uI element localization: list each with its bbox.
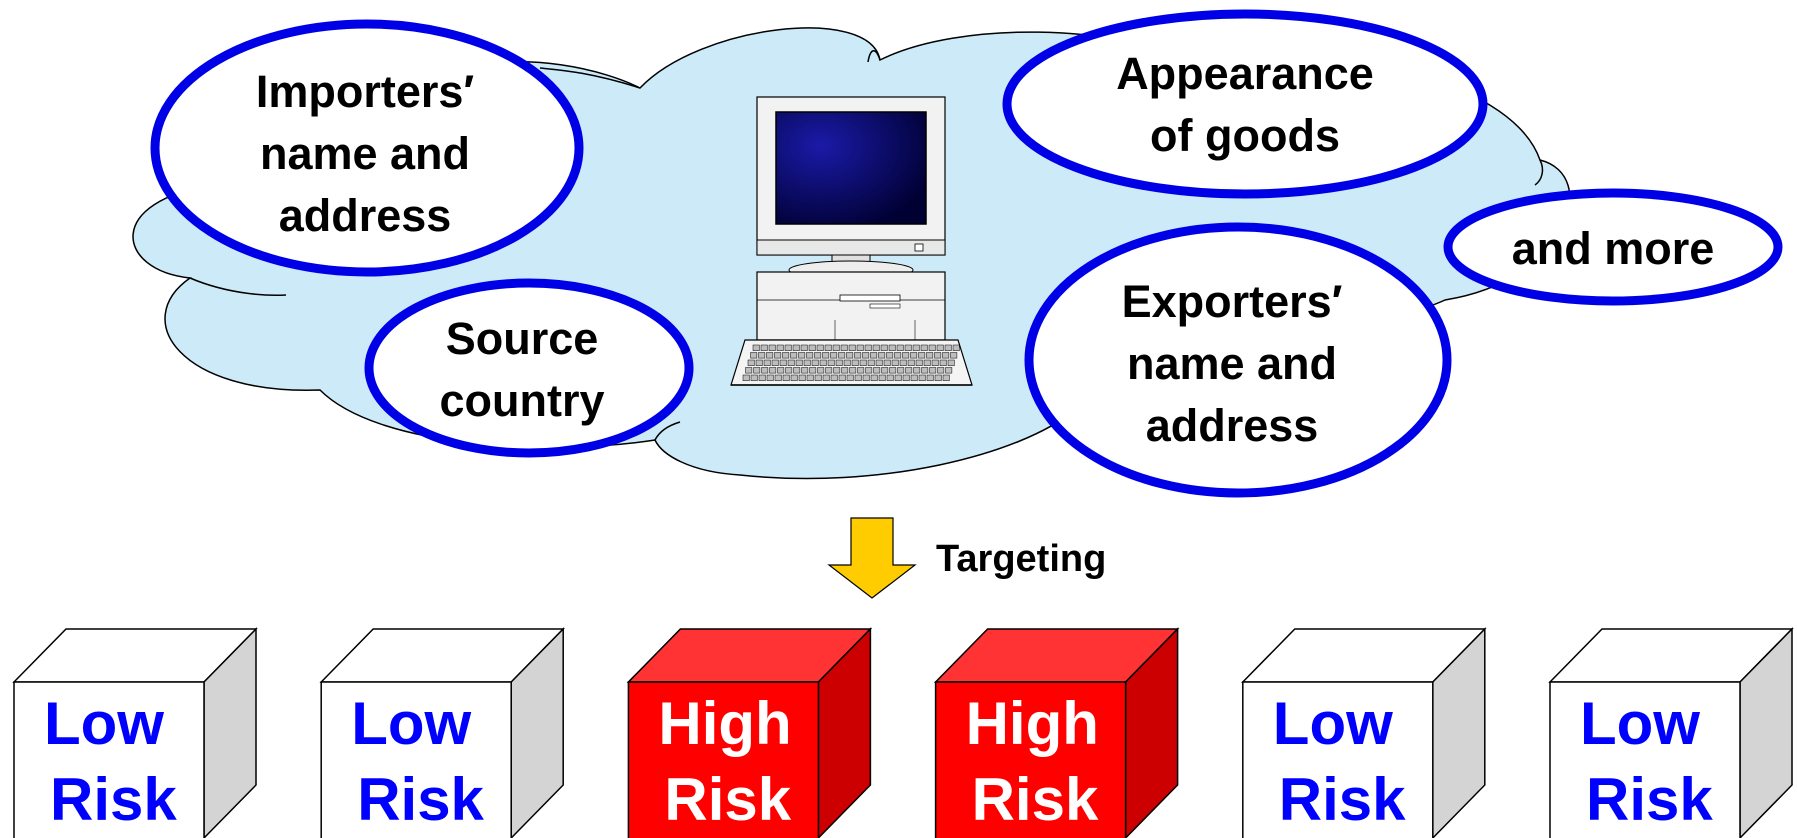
- container-label-line1: Low: [351, 690, 471, 757]
- container-front: [1549, 681, 1741, 838]
- factor-exporters-line3: address: [1146, 400, 1319, 451]
- container-label-line1: Low: [1273, 690, 1393, 757]
- container-label-line1: Low: [44, 690, 164, 757]
- factor-importers: Importers′ name and address: [150, 19, 584, 277]
- container-label-line2: Risk: [357, 766, 484, 833]
- container-row: LowRiskLowRiskHighRiskHighRiskLowRiskLow…: [12, 627, 1794, 838]
- factor-source-line1: Source: [446, 313, 599, 364]
- container-label-line2: Risk: [664, 766, 791, 833]
- factor-importers-line2: name and: [260, 128, 470, 179]
- container-label-line2: Risk: [50, 766, 177, 833]
- factor-appearance: Appearance of goods: [1002, 9, 1488, 199]
- container-label-line2: Risk: [1586, 766, 1713, 833]
- computer-icon: [730, 96, 973, 386]
- container-front: [934, 681, 1127, 838]
- container-front: [13, 681, 205, 838]
- container-front: [320, 681, 512, 838]
- factor-source-line2: country: [439, 375, 604, 426]
- targeting-arrow-icon: [827, 517, 917, 599]
- container-label-line1: Low: [1580, 690, 1700, 757]
- factor-exporters-line2: name and: [1127, 338, 1337, 389]
- container-label-line1: High: [658, 690, 791, 757]
- targeting-label: Targeting: [936, 538, 1106, 580]
- factor-importers-line3: address: [279, 190, 452, 241]
- container-label-line2: Risk: [972, 766, 1099, 833]
- factor-and-more: and more: [1443, 188, 1783, 306]
- factor-and-more-label: and more: [1512, 223, 1715, 274]
- factor-exporters: Exporters′ name and address: [1024, 222, 1452, 498]
- container-front: [627, 681, 820, 838]
- container-front: [1242, 681, 1434, 838]
- factor-appearance-line1: Appearance: [1116, 48, 1374, 99]
- factor-source-country: Source country: [364, 278, 694, 458]
- factor-appearance-line2: of goods: [1150, 110, 1340, 161]
- container-label-line1: High: [966, 690, 1099, 757]
- factor-exporters-line1: Exporters′: [1122, 276, 1343, 327]
- container-label-line2: Risk: [1279, 766, 1406, 833]
- factor-importers-line1: Importers′: [256, 66, 474, 117]
